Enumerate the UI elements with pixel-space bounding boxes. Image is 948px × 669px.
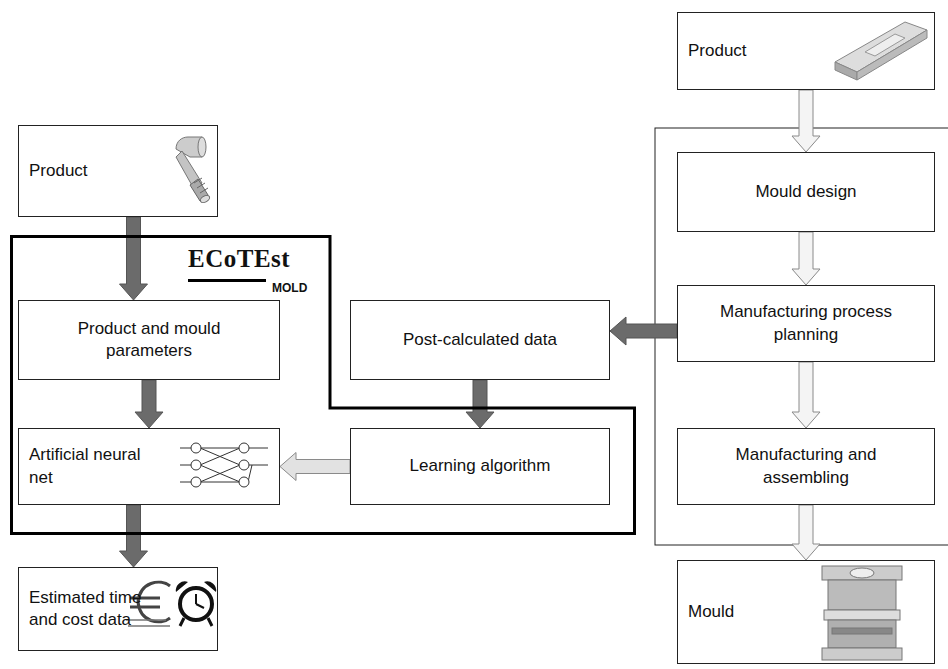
neural-net-icon: [239, 477, 249, 487]
process-frame: [655, 128, 948, 545]
box-label: Product and mould parameters: [34, 318, 264, 362]
process-box: Manufacturing process planning: [677, 285, 935, 362]
pipe-fitting-icon: [199, 194, 211, 204]
process-box: Manufacturing and assembling: [677, 428, 935, 505]
mould-icon: [822, 566, 902, 580]
neural-net-icon: [239, 443, 249, 453]
box-label: Estimated time and cost data: [29, 587, 154, 631]
logo-name: ECoTEst: [188, 245, 290, 273]
alarm-clock-icon: [176, 581, 216, 592]
flow-arrow: [135, 380, 163, 428]
box-label: Post-calculated data: [403, 329, 557, 351]
flow-arrow: [792, 362, 820, 428]
pipe-fitting-icon: [176, 137, 211, 204]
alarm-clock-icon: [180, 618, 212, 626]
alarm-clock-icon: [176, 581, 216, 626]
pipe-fitting-icon: [194, 178, 208, 193]
mould-icon: [828, 580, 896, 610]
alarm-clock-icon: [196, 594, 204, 608]
process-box: Product and mould parameters: [18, 300, 280, 380]
boundary-line: [12, 237, 635, 534]
channel-part-icon: [835, 62, 857, 80]
channel-part-icon: [865, 34, 905, 56]
channel-part-icon: [835, 22, 927, 80]
box-label: Learning algorithm: [410, 455, 551, 477]
input-box: Product: [18, 125, 218, 217]
flow-arrow: [466, 380, 494, 428]
neural-net-icon: [239, 460, 249, 470]
flow-arrow: [120, 217, 148, 300]
box-label: Product: [29, 160, 88, 182]
pipe-fitting-icon: [198, 137, 206, 157]
mould-icon: [824, 610, 900, 620]
flow-arrow: [792, 232, 820, 285]
box-label: Manufacturing process planning: [699, 301, 914, 345]
mould-icon: [822, 648, 902, 660]
output-box: Estimated time and cost data: [18, 567, 218, 651]
neural-net-icon: [180, 443, 268, 487]
process-box: Artificial neural net: [18, 428, 280, 505]
flow-arrow: [120, 505, 148, 567]
neural-net-icon: [191, 443, 201, 453]
alarm-clock-icon: [180, 588, 212, 620]
output-box: Mould: [677, 560, 935, 664]
mould-icon: [850, 568, 874, 578]
box-label: Mould design: [755, 181, 856, 203]
logo-subtitle: MOLD: [272, 281, 307, 295]
flow-arrow: [280, 453, 350, 481]
neural-net-icon: [180, 448, 268, 482]
data-box: Post-calculated data: [350, 300, 610, 380]
process-box: Learning algorithm: [350, 428, 610, 505]
euro-icon: [138, 582, 170, 622]
box-label: Artificial neural net: [29, 444, 154, 488]
flow-arrow: [792, 90, 820, 152]
flow-arrow: [792, 505, 820, 560]
logo-underline: [188, 279, 266, 282]
euro-icon: [126, 620, 170, 626]
input-box: Product: [677, 12, 935, 90]
mould-icon: [828, 620, 896, 648]
tool-boundary-outline: [10, 235, 636, 535]
box-label: Mould: [688, 601, 734, 623]
mould-icon: [822, 566, 902, 660]
tool-boundary: ECoTEstMOLD Product and mould parametersA…: [10, 235, 636, 535]
flow-arrow: [610, 317, 677, 345]
box-label: Product: [688, 40, 747, 62]
neural-net-icon: [191, 460, 201, 470]
process-box: Mould design: [677, 152, 935, 232]
neural-net-icon: [191, 477, 201, 487]
channel-part-icon: [857, 30, 927, 80]
box-label: Manufacturing and assembling: [706, 444, 906, 488]
mould-icon: [832, 628, 892, 634]
